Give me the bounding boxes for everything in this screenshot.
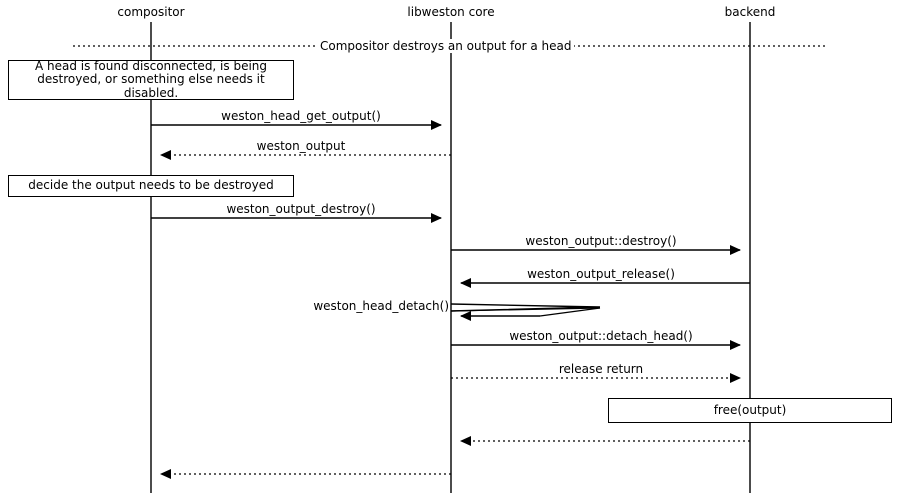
lifeline-label-backend: backend (724, 5, 776, 19)
msg-label-weston-output-destroy: weston_output_destroy() (226, 202, 376, 216)
note-head-disconnected: A head is found disconnected, is being d… (8, 59, 294, 100)
note-free-output: free(output) (608, 398, 892, 423)
msg-label-weston-head-get-output: weston_head_get_output() (221, 109, 381, 123)
msg-label-weston-head-detach: weston_head_detach() (313, 299, 449, 313)
lifeline-label-libweston-core: libweston core (407, 5, 495, 19)
msg-label-weston-output-release: weston_output_release() (527, 267, 675, 281)
msg-label-weston-output: weston_output (256, 139, 346, 153)
arrow-weston-head-detach-self (450, 303, 601, 321)
note-decide-destroy: decide the output needs to be destroyed (8, 175, 294, 197)
msg-label-weston-output-detach-head: weston_output::detach_head() (509, 329, 693, 343)
msg-label-weston-output-destroy-vfunc: weston_output::destroy() (525, 234, 677, 248)
lifeline-label-compositor: compositor (117, 5, 185, 19)
section-divider-label: Compositor destroys an output for a head (318, 39, 574, 53)
msg-label-release-return: release return (558, 362, 644, 376)
